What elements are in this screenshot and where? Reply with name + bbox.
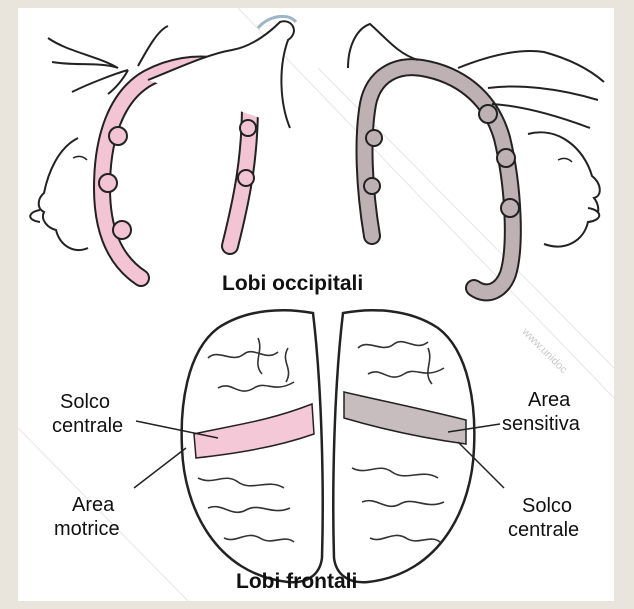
sensory-area-label-line2: sensitiva	[502, 412, 580, 436]
right-sulcus-label-line1: Solco	[522, 494, 572, 518]
right-hemisphere	[333, 310, 474, 582]
right-homunculus	[348, 24, 604, 292]
left-face	[39, 138, 88, 250]
brain-top-view	[182, 310, 475, 582]
motor-area-label-line1: Area	[72, 493, 114, 517]
motor-area-label-line2: motrice	[54, 517, 120, 541]
right-face	[528, 132, 600, 246]
left-homunculus	[30, 16, 296, 278]
left-sulcus-label-line1: Solco	[60, 390, 110, 414]
right-strip-fill	[365, 67, 513, 292]
right-sulcus-label-line2: centrale	[508, 518, 579, 542]
left-sulcus-label-line2: centrale	[52, 414, 123, 438]
occipital-lobes-title: Lobi occipitali	[222, 272, 363, 296]
frontal-lobes-title: Lobi frontali	[236, 570, 357, 594]
sensory-area-label-line1: Area	[528, 388, 570, 412]
diagram-panel: Lobi occipitali Solco centrale Area motr…	[18, 8, 614, 601]
